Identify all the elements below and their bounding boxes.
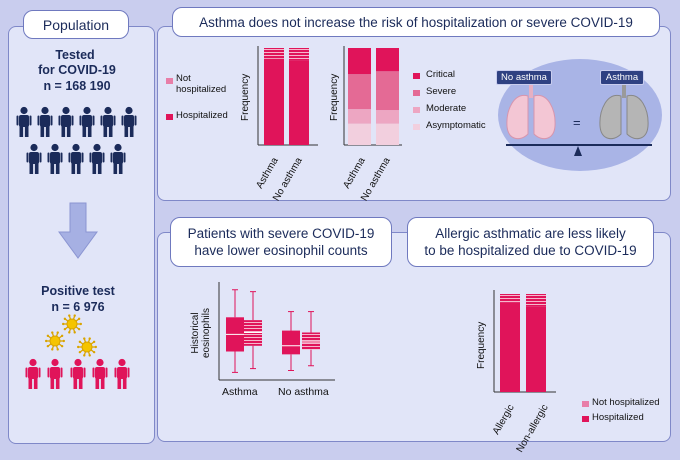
virus-icon [77,337,98,357]
person-icon [121,106,137,137]
legend-critical: Critical [426,69,456,80]
person-icon [16,106,32,137]
person-icon [25,358,41,389]
bar-no-asthma-asymptomatic [376,123,399,145]
bar-allergic-not-hospitalized [500,294,520,303]
bar-allergic-hospitalized [500,302,520,392]
bar-no-asthma-moderate [376,110,399,124]
legend-hospitalized: Hospitalized [176,110,228,121]
person-icon [110,143,126,174]
legend-swatch-moderate [413,107,420,113]
bar-asthma-severe [348,74,371,110]
person-icon [26,143,42,174]
box-asthma-solid [226,289,244,373]
person-icon [100,106,116,137]
legend-swatch-hospitalized-2 [582,416,589,422]
chart3-xtick-no-asthma: No asthma [278,386,329,398]
person-icon [114,358,130,389]
person-icon [89,143,105,174]
legend-asymptomatic: Asymptomatic [426,120,486,131]
risk-title: Asthma does not increase the risk of hos… [172,7,660,37]
legend-swatch-asymptomatic [413,124,420,130]
bar-no-asthma-not-hospitalized [289,48,309,61]
legend-swatch-severe [413,90,420,96]
box-no-asthma-hatched [302,311,320,367]
asthma-badge: Asthma [600,70,644,85]
bar-asthma-critical [348,48,371,75]
bar-non-allergic-hospitalized [526,306,546,392]
bar-asthma-not-hospitalized [264,48,284,59]
positive-count: n = 6 976 [51,300,105,314]
tested-line2: for COVID-19 [38,63,116,77]
bar-no-asthma-severe [376,71,399,111]
legend-moderate: Moderate [426,103,467,114]
eos-title: Patients with severe COVID-19 have lower… [170,217,392,267]
person-icon [70,358,86,389]
bar-no-asthma-hospitalized [289,60,309,145]
person-icon [79,106,95,137]
allergic-title: Allergic asthmatic are less likely to be… [407,217,654,267]
legend-severe: Severe [426,86,457,97]
virus-icon [45,331,65,351]
balance-scale-icon [506,144,652,156]
chart3-xtick-asthma: Asthma [222,386,258,398]
legend-swatch-not-hospitalized [166,78,173,84]
person-icon [68,143,84,174]
legend-swatch-not-hospitalized-2 [582,401,589,407]
equals-sign: = [573,115,581,130]
box-no-asthma-solid [282,311,300,371]
tested-count: n = 168 190 [43,79,111,93]
bar-asthma-asymptomatic [348,123,371,145]
person-icon [37,106,53,137]
lungs-icon-gray [599,80,649,140]
legend-swatch-critical [413,73,420,79]
bar-no-asthma-critical [376,48,399,72]
virus-icon [62,314,83,334]
person-icon [47,143,63,174]
lungs-icon-pink [506,80,556,140]
legend-hospitalized-2: Hospitalized [592,412,644,423]
person-icon [58,106,74,137]
no-asthma-badge: No asthma [496,70,552,85]
legend-not-hospitalized-2: Not hospitalized [592,397,660,408]
box-asthma-hatched [244,291,262,370]
person-icon [92,358,108,389]
bar-asthma-moderate [348,109,371,124]
legend-swatch-hospitalized [166,114,173,120]
population-title: Population [23,10,129,39]
person-icon [47,358,63,389]
bar-asthma-hospitalized [264,58,284,145]
legend-not-hospitalized: Not hospitalized [176,73,227,95]
tested-line1: Tested [55,48,95,62]
bar-non-allergic-not-hospitalized [526,294,546,307]
positive-line1: Positive test [41,284,115,298]
